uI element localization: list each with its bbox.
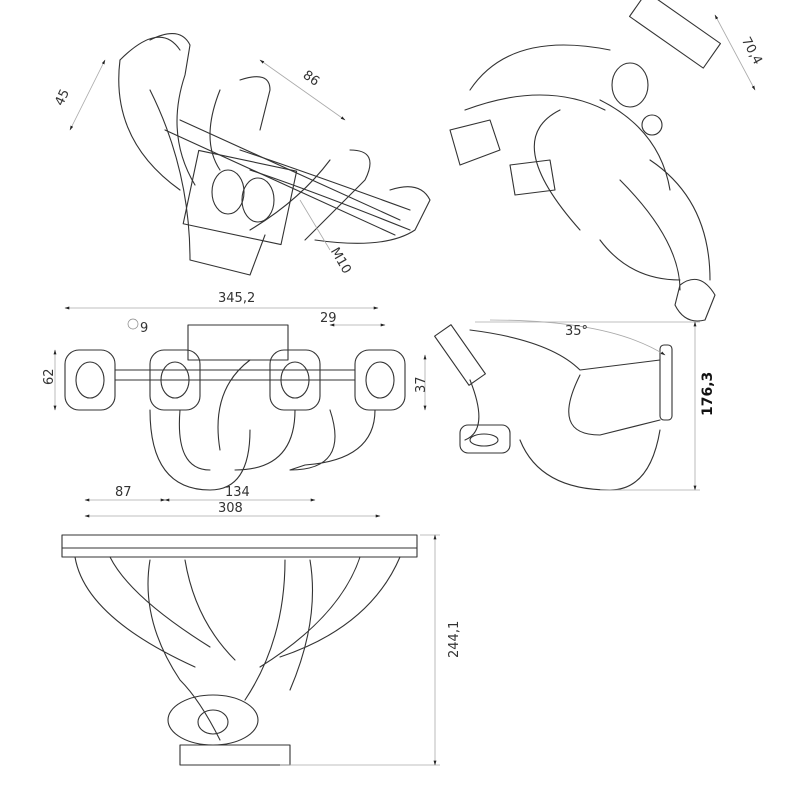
isometric-view: 45 86 M10 [52,33,431,277]
dim-87: 87 [115,485,132,500]
dim-45: 45 [52,87,73,108]
rear-view: 70,4 [449,0,765,322]
dim-134: 134 [225,485,250,500]
front-view: 345,2 29 9 62 37 87 134 308 [42,291,429,518]
dim-176-3: 176,3 [700,372,716,416]
dim-62: 62 [42,368,57,385]
dim-9: 9 [140,321,148,336]
dim-308: 308 [218,501,243,516]
dim-m10: M10 [327,245,354,277]
dim-345-2: 345,2 [218,291,255,306]
dim-35-deg: 35° [565,324,588,339]
top-view: 244,1 [61,534,462,766]
side-view: 35° 176,3 [434,319,716,491]
dim-70-4: 70,4 [738,35,765,68]
dim-244-1: 244,1 [447,621,462,658]
dim-86: 86 [300,68,322,90]
dim-29: 29 [320,311,337,326]
dim-37: 37 [414,376,429,393]
